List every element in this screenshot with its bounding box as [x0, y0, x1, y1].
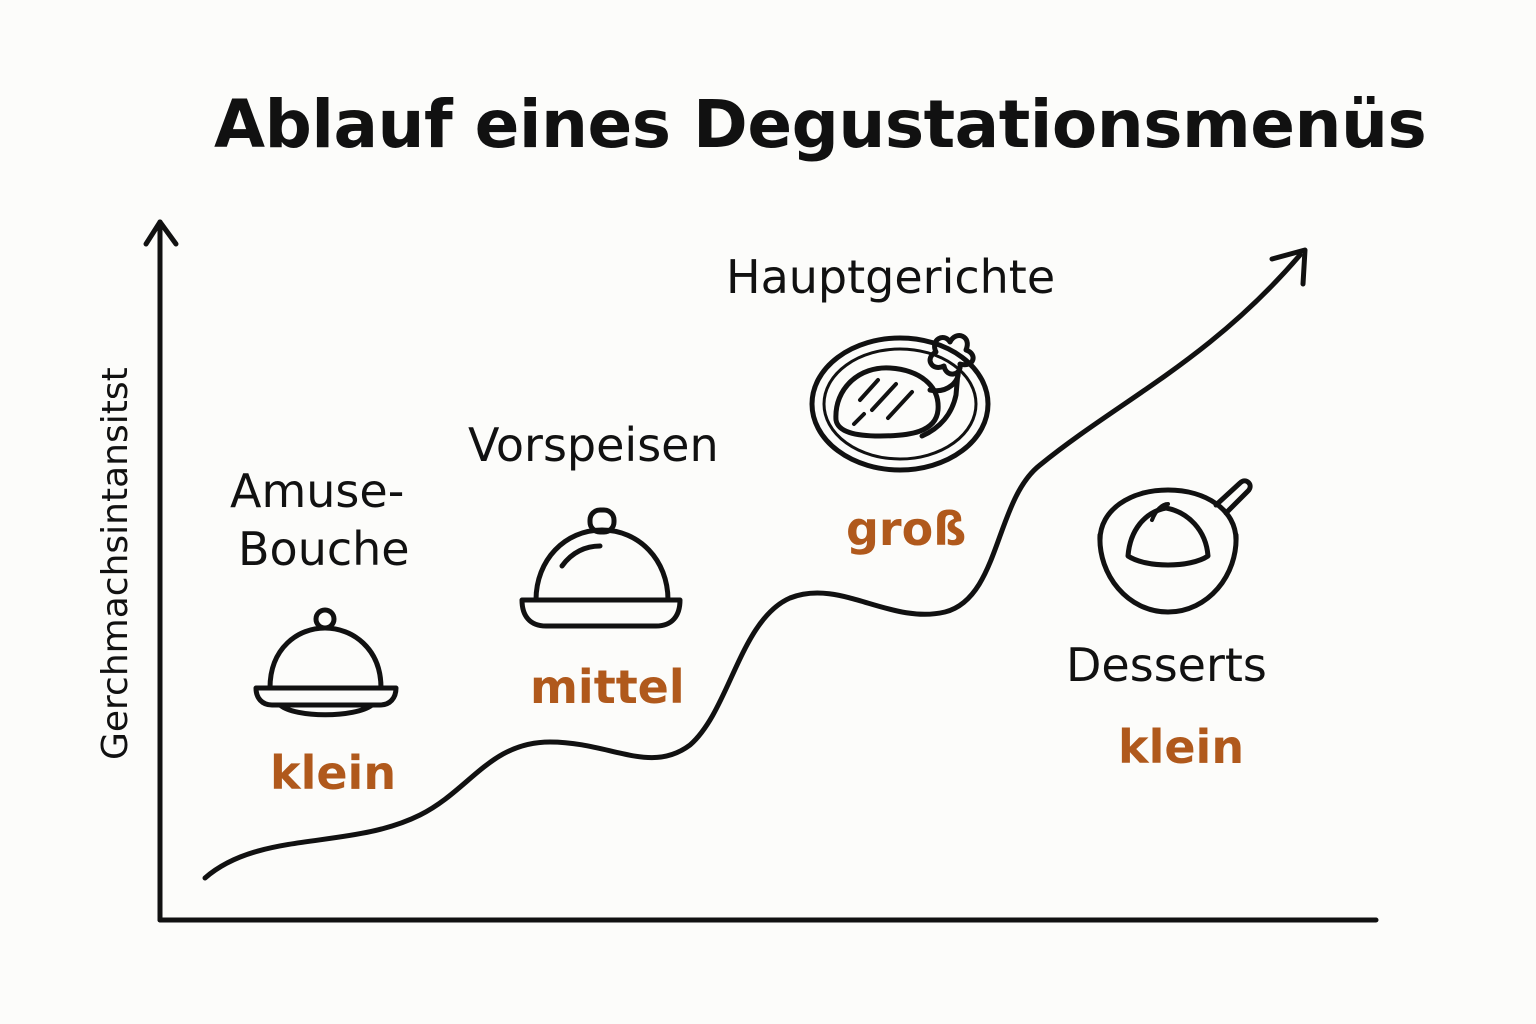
cloche-small-icon — [253, 607, 399, 718]
y-axis-arrowhead — [143, 219, 179, 247]
portion-size-vorspeisen: mittel — [530, 660, 685, 714]
diagram-title: Ablauf eines Degustationsmenüs — [214, 86, 1427, 163]
y-axis-label: Gerchmachsintansitst — [95, 367, 136, 760]
axes — [143, 219, 1379, 923]
cloche-medium-icon — [519, 507, 683, 629]
course-label-hauptgerichte: Hauptgerichte — [726, 250, 1056, 304]
course-label-amuse-bouche-line2: Bouche — [238, 522, 410, 576]
curve-arrowhead — [1269, 247, 1308, 287]
intensity-curve — [202, 247, 1308, 881]
portion-size-desserts: klein — [1118, 720, 1245, 774]
portion-size-hauptgerichte: groß — [846, 502, 967, 556]
course-label-amuse-bouche-line1: Amuse- — [230, 464, 405, 518]
dessert-bowl-icon — [1097, 478, 1253, 615]
portion-size-amuse-bouche: klein — [270, 746, 397, 800]
steak-plate-icon — [809, 333, 991, 473]
course-label-desserts: Desserts — [1066, 638, 1267, 692]
course-label-vorspeisen: Vorspeisen — [468, 418, 719, 472]
intensity-curve-line — [202, 252, 1303, 881]
